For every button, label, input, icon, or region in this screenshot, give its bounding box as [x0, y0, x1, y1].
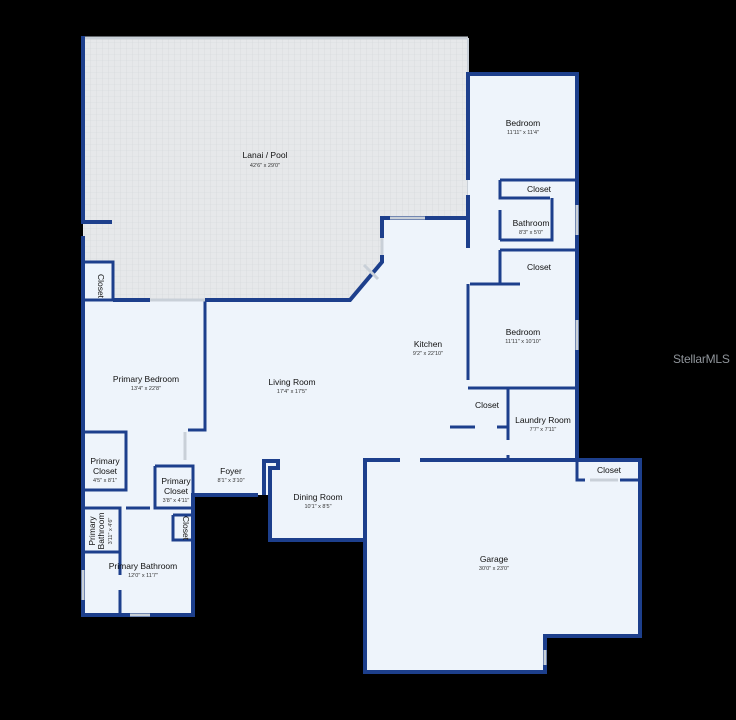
primary-bedroom-dim: 13'4" x 22'8" [131, 386, 161, 392]
bathroom-dim: 8'3" x 5'0" [519, 230, 543, 236]
watermark: StellarMLS [673, 352, 730, 366]
primary-closet1-label-a: Primary [90, 456, 120, 466]
living-room-label: Living Room [268, 377, 315, 387]
lanai-label: Lanai / Pool [243, 150, 288, 160]
dining-room-label: Dining Room [293, 492, 342, 502]
primary-bathroom-label: Primary Bathroom [109, 561, 178, 571]
primary-bathroom-small-label-b: Bathroom [96, 513, 106, 550]
room-labels: Lanai / Pool 42'6" x 29'0" Bedroom 11'11… [87, 118, 622, 579]
bedroom3-label: Bedroom [506, 327, 541, 337]
primary-bathroom-dim: 12'0" x 11'7" [128, 573, 158, 579]
bedroom2-dim: 11'11" x 11'4" [507, 130, 539, 136]
primary-bathroom-small-dim: 3'11" x 4'6" [108, 518, 114, 545]
closet-f-label: Closet [181, 516, 191, 541]
primary-bedroom-label: Primary Bedroom [113, 374, 179, 384]
closet-a-label: Closet [527, 184, 552, 194]
dining-room-dim: 10'1" x 8'5" [304, 504, 331, 510]
primary-bathroom-small-label-a: Primary [87, 516, 97, 546]
garage-label: Garage [480, 554, 509, 564]
foyer-dim: 8'1" x 3'10" [217, 478, 244, 484]
bedroom2-label: Bedroom [506, 118, 541, 128]
closet-c-label: Closet [475, 400, 500, 410]
primary-closet1-label-b: Closet [93, 466, 118, 476]
foyer-label: Foyer [220, 466, 242, 476]
kitchen-dim: 9'2" x 22'10" [413, 351, 443, 357]
primary-closet1-dim: 4'5" x 8'1" [93, 478, 117, 484]
lanai-dim: 42'6" x 29'0" [250, 163, 280, 169]
kitchen-label: Kitchen [414, 339, 443, 349]
closet-e-label: Closet [96, 274, 106, 299]
closet-d-label: Closet [597, 465, 622, 475]
primary-closet2-dim: 3'8" x 4'11" [163, 498, 190, 504]
living-room-dim: 17'4" x 17'5" [277, 389, 307, 395]
primary-closet2-label-a: Primary [161, 476, 191, 486]
garage-dim: 30'0" x 23'0" [479, 566, 509, 572]
laundry-dim: 7'7" x 7'11" [530, 427, 557, 433]
primary-closet2-label-b: Closet [164, 486, 189, 496]
walls [81, 36, 642, 674]
bathroom-label: Bathroom [513, 218, 550, 228]
laundry-label: Laundry Room [515, 415, 571, 425]
bedroom3-dim: 11'11" x 10'10" [505, 339, 541, 345]
windows [81, 205, 618, 665]
closet-b-label: Closet [527, 262, 552, 272]
